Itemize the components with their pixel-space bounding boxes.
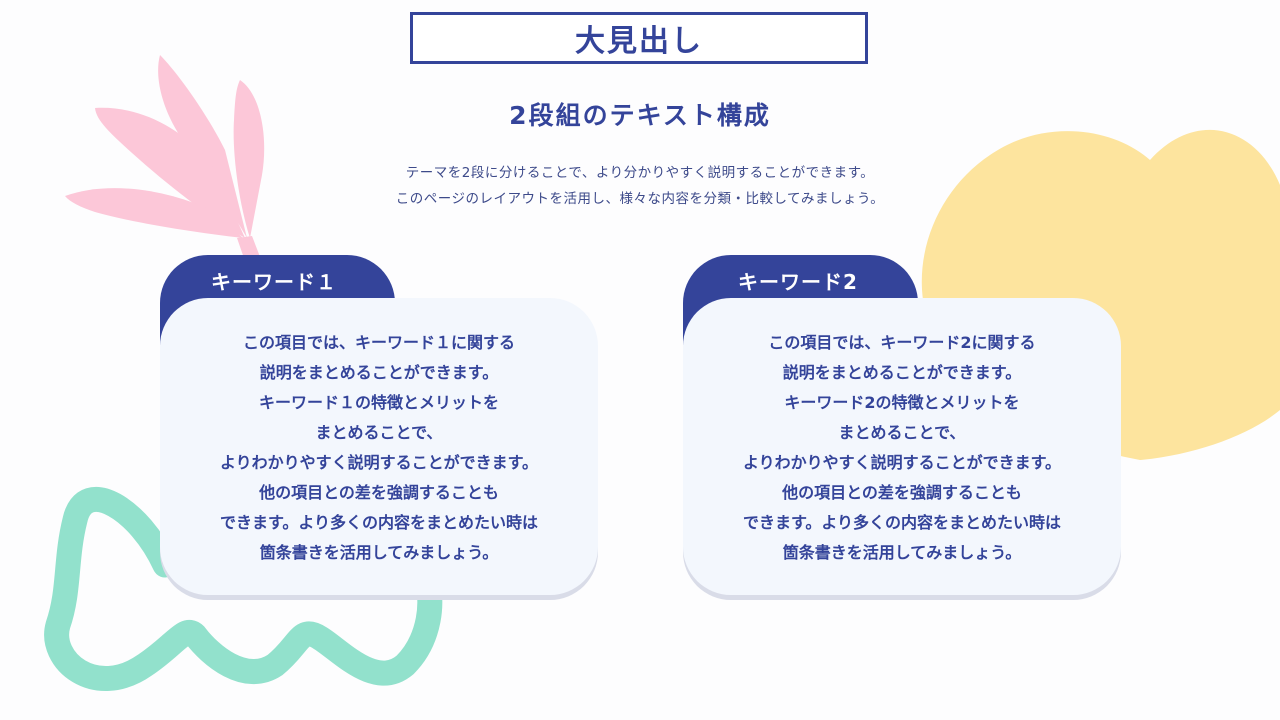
card-line: キーワード１の特徴とメリットを [258, 393, 499, 412]
card-line: まとめることで、 [315, 423, 443, 442]
card-line: この項目では、キーワード１に関する [242, 333, 515, 352]
card-line: 説明をまとめることができます。 [259, 363, 499, 382]
keyword-2-label: キーワード2 [738, 270, 858, 294]
keyword-1-card: この項目では、キーワード１に関する 説明をまとめることができます。 キーワード１… [160, 298, 598, 595]
card-line: 箇条書きを活用してみましょう。 [259, 543, 499, 562]
keyword-1-label: キーワード１ [211, 270, 337, 294]
main-heading: 大見出し [410, 12, 868, 64]
intro-line: このページのレイアウトを活用し、様々な内容を分類・比較してみましょう。 [395, 191, 885, 207]
intro-line: テーマを2段に分けることで、より分かりやすく説明することができます。 [405, 165, 875, 181]
card-line: 他の項目との差を強調することも [259, 483, 499, 502]
card-line: できます。より多くの内容をまとめたい時は [742, 513, 1062, 532]
card-line: まとめることで、 [838, 423, 966, 442]
card-line: 説明をまとめることができます。 [782, 363, 1022, 382]
keyword-2-card: この項目では、キーワード2に関する 説明をまとめることができます。 キーワード2… [683, 298, 1121, 595]
leaf-plant-shape [65, 55, 265, 264]
card-line: キーワード2の特徴とメリットを [784, 393, 1020, 412]
card-line: 箇条書きを活用してみましょう。 [782, 543, 1022, 562]
card-line: よりわかりやすく説明することができます。 [742, 453, 1062, 472]
card-line: 他の項目との差を強調することも [782, 483, 1022, 502]
card-line: よりわかりやすく説明することができます。 [219, 453, 539, 472]
squiggle-shape [44, 487, 443, 691]
card-line: この項目では、キーワード2に関する [768, 333, 1036, 352]
card-line: できます。より多くの内容をまとめたい時は [219, 513, 539, 532]
intro-text: テーマを2段に分けることで、より分かりやすく説明することができます。 このページ… [0, 160, 1280, 212]
subheading: 2段組のテキスト構成 [509, 101, 771, 130]
